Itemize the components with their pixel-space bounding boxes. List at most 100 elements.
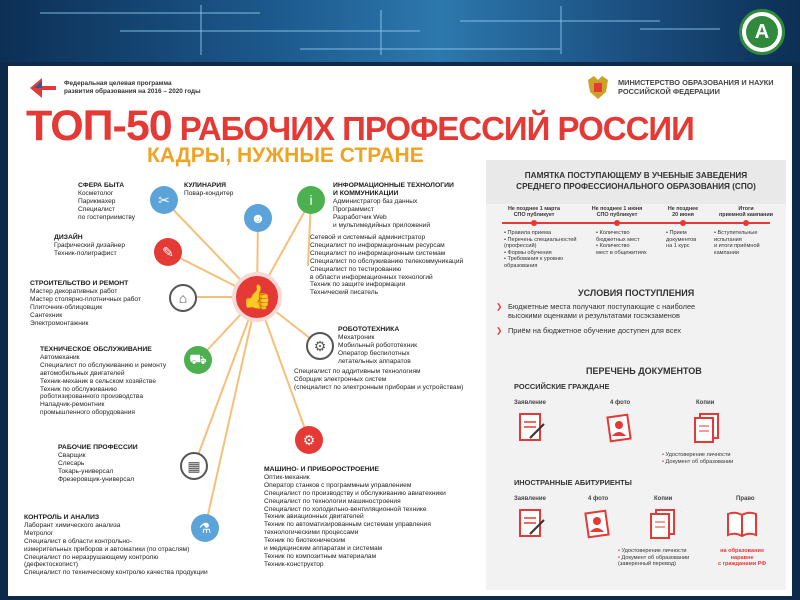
timeline-label: Не позднее 1 марта СПО публикует	[494, 206, 574, 219]
timeline-item: образования	[504, 262, 538, 269]
russian-citizens-title: РОССИЙСКИЕ ГРАЖДАНЕ	[514, 382, 610, 391]
copies-icon	[690, 412, 722, 444]
group-item: Плиточник-облицовщик	[30, 303, 103, 311]
house-icon: ⌂	[169, 284, 197, 312]
group-household: СФЕРА БЫТА Косметолог Парикмахер Специал…	[78, 182, 135, 222]
group-item: Графический дизайнер	[54, 241, 126, 249]
memo-title-line-1: ПАМЯТКА ПОСТУПАЮЩЕМУ В УЧЕБНЫЕ ЗАВЕДЕНИЯ	[524, 171, 748, 180]
group-item: Администратор баз данных	[333, 197, 418, 205]
note-line: (заверенный перевод)	[618, 561, 689, 568]
chevron-right-icon: ❯	[496, 326, 503, 335]
timeline-item: • Вступительные	[714, 230, 758, 236]
title-prefix: ТОП-50	[26, 102, 173, 150]
group-item: Сварщик	[58, 451, 86, 459]
program-header: Федеральная целевая программа развития о…	[28, 76, 201, 100]
group-it-extra: Сетевой и системный администратор Специа…	[310, 234, 463, 297]
scissors-icon: ✂	[150, 186, 178, 214]
group-machinery: МАШИНО- И ПРИБОРОСТРОЕНИЕ Оптик-механик …	[264, 466, 446, 569]
college-emblem-icon: A	[739, 9, 785, 55]
group-item: Специалист по обслуживанию и ремонту	[40, 361, 167, 369]
group-item: Оптик-механик	[264, 473, 310, 481]
note-line: • Документ об образовании	[618, 554, 690, 561]
group-item: Специалист по информационным ресурсам	[310, 241, 445, 249]
car-icon: ⛟	[184, 346, 212, 374]
group-it: ИНФОРМАЦИОННЫЕ ТЕХНОЛОГИИ И КОММУНИКАЦИИ…	[333, 182, 454, 229]
group-title: РОБОТОТЕХНИКА	[338, 326, 400, 333]
group-construction: СТРОИТЕЛЬСТВО И РЕМОНТ Мастер декоративн…	[30, 280, 141, 327]
group-item: Сантехник	[30, 311, 63, 319]
group-maintenance: ТЕХНИЧЕСКОЕ ОБСЛУЖИВАНИЕ Автомеханик Спе…	[40, 346, 166, 417]
group-item: Разработчик Web	[333, 213, 387, 221]
doc-label: Копии	[654, 496, 673, 502]
note-line: • Удостоверение личности	[662, 452, 731, 458]
group-item: Сетевой и системный администратор	[310, 234, 426, 241]
group-item: Слесарь	[58, 459, 85, 467]
group-title: СТРОИТЕЛЬСТВО И РЕМОНТ	[30, 280, 129, 287]
russian-notes: • Удостоверение личности • Документ об о…	[662, 452, 733, 465]
coat-of-arms-icon	[584, 72, 612, 102]
group-item: Специалист по обслуживанию телекоммуника…	[310, 257, 464, 265]
poster-subtitle: КАДРЫ, НУЖНЫЕ СТРАНЕ	[147, 144, 424, 167]
group-item: Метролог	[24, 529, 54, 537]
group-item: Специалист по тестированию	[310, 265, 402, 273]
timeline-item: кампании	[714, 249, 740, 256]
foreign-right-note: на образование наравне с гражданами РФ	[718, 548, 766, 568]
note-text: (заверенный перевод)	[618, 561, 677, 568]
timeline-label: Итоги приемной кампании	[712, 206, 780, 219]
group-item: Технический писатель	[310, 289, 379, 297]
application-form-icon	[516, 412, 548, 444]
group-item: Повар-кондитер	[184, 189, 234, 197]
group-item: автомобильных двигателей	[40, 369, 125, 377]
timeline-item: • Перечень специальностей	[504, 236, 577, 243]
ministry-header: МИНИСТЕРСТВО ОБРАЗОВАНИЯ И НАУКИ РОССИЙС…	[584, 72, 774, 102]
group-item: Автомеханик	[40, 353, 80, 361]
group-item: (дефектоскопист)	[24, 561, 79, 569]
timeline-caption: СПО публикует	[513, 212, 555, 219]
condition-line: Приём на бюджетное обучение доступен для…	[508, 326, 682, 335]
note-text: на образование	[720, 548, 765, 554]
group-robotics: РОБОТОТЕХНИКА Мехатроник Мобильный робот…	[338, 326, 417, 366]
group-item: Техник-механик в сельском хозяйстве	[40, 377, 157, 385]
doc-label: 4 фото	[588, 496, 609, 502]
photo-icon	[582, 508, 614, 540]
group-item: летательных аппаратов	[338, 357, 411, 365]
timeline-item: • Формы обучения	[504, 249, 552, 256]
group-item: Техник по автоматизированным системам уп…	[264, 521, 431, 529]
flask-icon: ⚗	[191, 514, 219, 542]
design-icon: ✎	[154, 238, 182, 266]
group-item: Лаборант химического анализа	[24, 521, 121, 529]
gear-icon: ⚙	[295, 426, 323, 454]
group-item: роботизированного производства	[40, 393, 144, 401]
note-text: Удостоверение личности	[621, 548, 687, 554]
note-text: с гражданами РФ	[718, 561, 767, 568]
group-item: Техник по обслуживанию	[40, 385, 117, 393]
group-item: Специалист по производству и обслуживани…	[264, 489, 446, 497]
group-title: ИНФОРМАЦИОННЫЕ ТЕХНОЛОГИИ	[333, 182, 454, 189]
group-title: ТЕХНИЧЕСКОЕ ОБСЛУЖИВАНИЕ	[40, 346, 152, 353]
foreign-notes: • Удостоверение личности • Документ об о…	[618, 548, 689, 568]
group-design: ДИЗАЙН Графический дизайнер Техник-полиг…	[54, 234, 125, 258]
group-item: Наладчик-ремонтник	[40, 401, 105, 409]
group-item: и мультимедийных приложений	[333, 221, 431, 229]
group-cooking: КУЛИНАРИЯ Повар-кондитер	[184, 182, 233, 198]
group-item: в области информационных технологий	[310, 273, 433, 281]
group-item: Фрезеровщик-универсал	[58, 475, 135, 483]
timeline-line	[502, 222, 770, 224]
group-item: Техник-конструктор	[264, 560, 324, 568]
timeline-item: • Правила приема	[504, 230, 552, 236]
group-item: Специалист по информационным системам	[310, 249, 446, 257]
group-item: Специалист по аддитивным технологиям	[294, 368, 421, 375]
timeline-date: Итоги	[738, 206, 754, 212]
timeline-item: • Количество	[596, 230, 630, 236]
memo-title: ПАМЯТКА ПОСТУПАЮЩЕМУ В УЧЕБНЫЕ ЗАВЕДЕНИЯ…	[486, 160, 786, 204]
chevron-right-icon: ❯	[496, 302, 503, 311]
note-line: • Удостоверение личности	[618, 548, 687, 554]
condition-item: ❯ Бюджетные места получают поступающие с…	[496, 302, 695, 321]
timeline-item: мест в общежитиях	[596, 249, 647, 256]
ministry-line-1: МИНИСТЕРСТВО ОБРАЗОВАНИЯ И НАУКИ	[618, 78, 774, 87]
doc-label: Право	[736, 496, 755, 502]
book-icon	[726, 508, 758, 540]
memo-title-line-2: СРЕДНЕГО ПРОФЕССИОНАЛЬНОГО ОБРАЗОВАНИЯ (…	[516, 182, 756, 191]
doc-label: Заявление	[514, 496, 546, 502]
timeline-label: Не позднее 20 июня	[658, 206, 708, 219]
